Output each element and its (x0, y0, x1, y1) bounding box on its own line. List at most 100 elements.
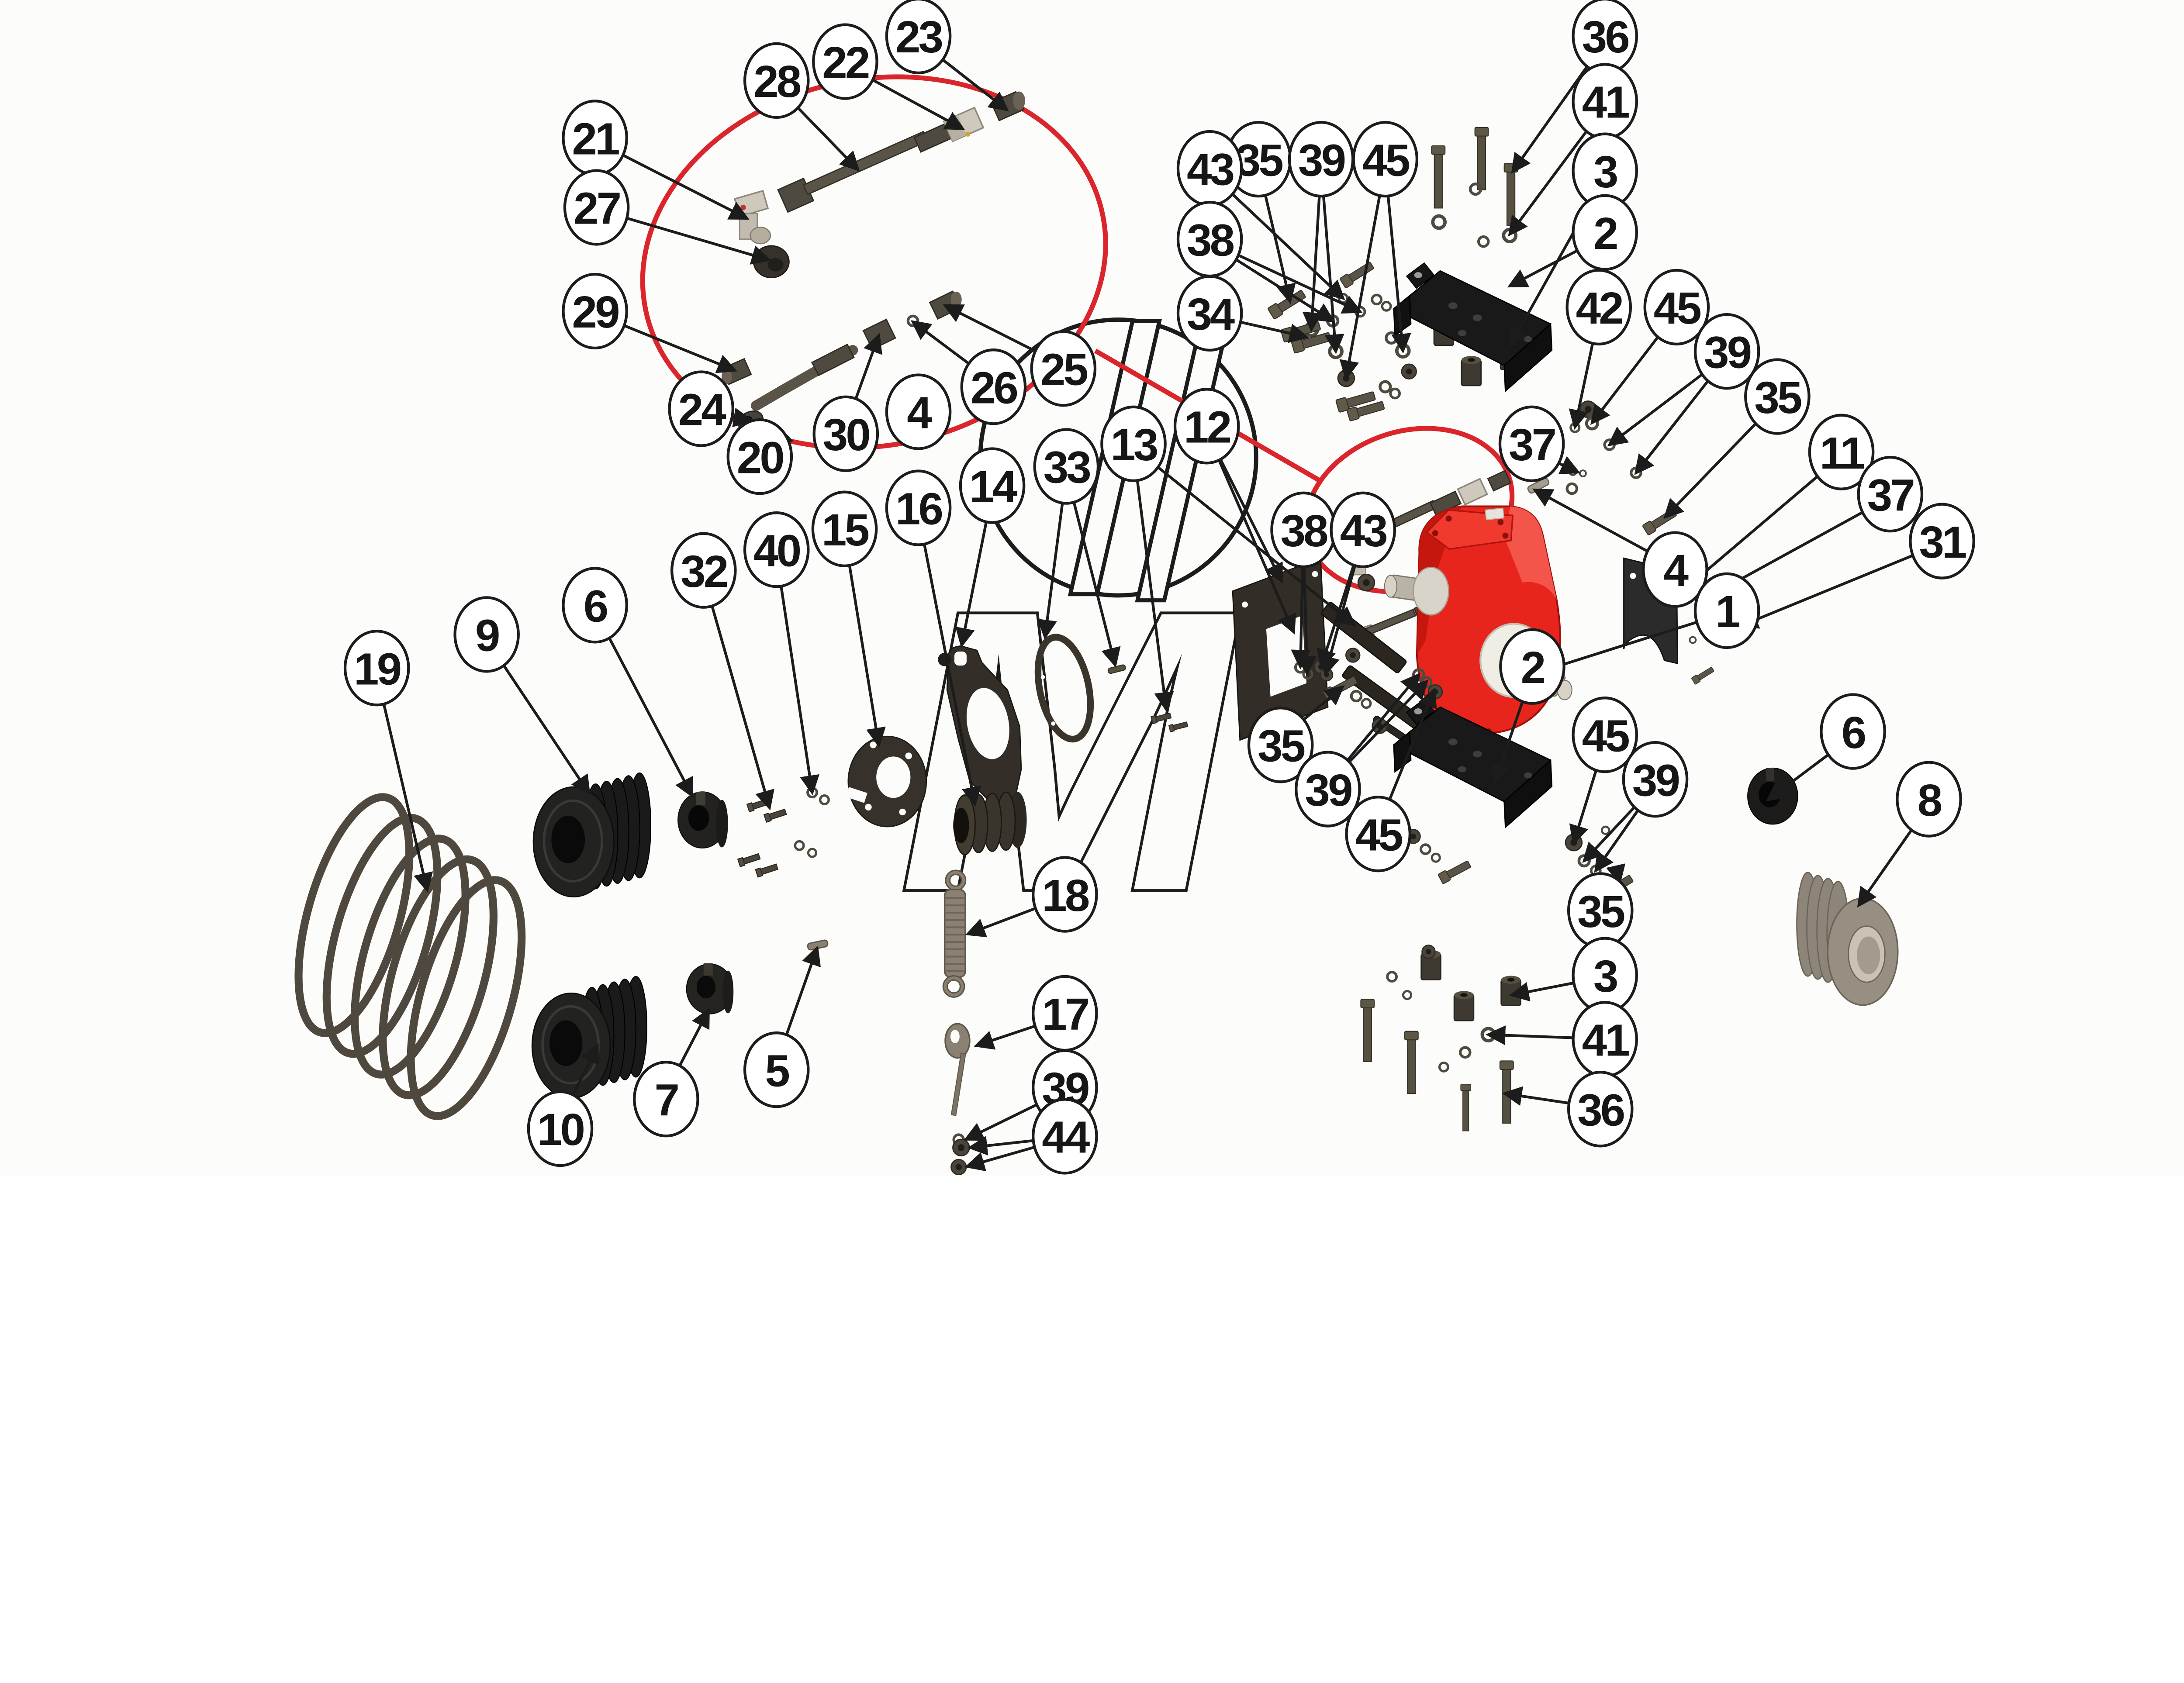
leader-line-18 (965, 907, 1035, 938)
leader-line-39 (1347, 673, 1421, 760)
callout-number-23: 23 (895, 11, 942, 62)
callout-bubble-32 (670, 532, 737, 609)
callout-bubble-18 (1032, 856, 1098, 933)
callout-number-45: 45 (1355, 809, 1403, 860)
leader-line-30 (855, 333, 882, 398)
leader-line-13 (1136, 481, 1174, 712)
leader-line-44 (967, 1136, 1033, 1156)
callout-40: 40 (743, 511, 820, 796)
v-belt-set (294, 793, 526, 1120)
leader-line-34 (1241, 321, 1310, 343)
callout-number-11: 11 (1820, 428, 1864, 478)
leader-line-39 (1634, 381, 1708, 475)
callout-2: 2 (1491, 628, 1565, 784)
leader-line-39 (1582, 807, 1635, 863)
tensioner-arm (938, 645, 1022, 809)
callout-bubble-23 (885, 0, 952, 75)
callout-number-4: 4 (1664, 545, 1689, 596)
callout-3: 3 (1509, 937, 1638, 1014)
leader-line-15 (848, 566, 886, 748)
callout-4: 4 (1532, 488, 1708, 608)
callout-bubble-22 (812, 23, 878, 100)
callout-bubble-35 (1744, 358, 1811, 435)
spring-anchor-rod (944, 1023, 971, 1116)
callout-6: 6 (562, 567, 694, 798)
callout-15: 15 (811, 490, 886, 748)
callout-bubble-15 (811, 490, 878, 567)
leader-line-38 (1291, 568, 1311, 670)
callout-number-21: 21 (572, 113, 619, 164)
callout-bubble-45 (1572, 697, 1638, 773)
callout-number-2: 2 (1521, 642, 1545, 693)
taper-bushing-small (686, 963, 734, 1014)
callout-35: 35 (1567, 863, 1634, 949)
callout-18: 18 (965, 856, 1098, 938)
callout-number-6: 6 (1842, 707, 1865, 758)
callout-bubble-2 (1499, 628, 1565, 705)
drive-pulley-large (532, 772, 651, 898)
callout-number-3: 3 (1593, 146, 1617, 197)
callout-7: 7 (633, 1007, 710, 1138)
leader-line-12 (1220, 460, 1283, 584)
linkage-assembly-upper (777, 91, 1026, 213)
callout-number-26: 26 (971, 362, 1017, 413)
leader-line-12 (1218, 461, 1296, 635)
callout-bubble-39 (1622, 741, 1689, 818)
callout-bubble-4 (885, 373, 952, 450)
callout-bubble-28 (743, 42, 810, 119)
callout-bubble-8 (1896, 761, 1962, 838)
callout-24: 24 (668, 370, 753, 447)
leader-line-37 (1558, 456, 1581, 474)
leader-line-41 (1508, 131, 1587, 237)
callout-number-8: 8 (1918, 775, 1942, 825)
callout-16: 16 (885, 469, 981, 807)
callout-bubble-13 (1100, 405, 1167, 483)
callout-21: 21 (562, 100, 750, 220)
callout-bubble-35 (1247, 707, 1314, 783)
callout-12: 12 (1173, 388, 1296, 635)
callout-number-39: 39 (1298, 135, 1345, 185)
callout-bubble-5 (743, 1031, 810, 1108)
leader-line-38 (1296, 568, 1317, 676)
leader-line-22 (873, 79, 965, 130)
callout-number-39: 39 (1632, 755, 1679, 805)
leader-line-1 (1539, 621, 1696, 676)
callout-number-17: 17 (1042, 989, 1088, 1039)
leader-line-32 (711, 607, 774, 810)
callout-6: 6 (1766, 693, 1886, 802)
callout-number-41: 41 (1582, 1015, 1629, 1066)
leader-line-31 (1738, 555, 1912, 629)
leader-line-26 (910, 320, 969, 364)
callout-26: 26 (910, 320, 1027, 425)
leader-line-24 (732, 407, 753, 428)
callout-number-5: 5 (765, 1045, 789, 1096)
callout-39: 39 (1288, 121, 1355, 355)
callout-number-38: 38 (1187, 214, 1234, 265)
callout-bubble-20 (726, 418, 793, 495)
leader-line-6 (608, 638, 694, 798)
callout-bubble-37 (1857, 455, 1924, 533)
callout-number-36: 36 (1582, 11, 1629, 62)
callout-4: 4 (885, 373, 952, 450)
callout-number-24: 24 (678, 384, 726, 435)
callout-number-28: 28 (753, 56, 801, 107)
callout-number-43: 43 (1340, 505, 1387, 556)
callout-37: 37 (1708, 455, 1924, 597)
callout-bubble-36 (1567, 1071, 1634, 1148)
callout-8: 8 (1857, 761, 1962, 908)
callout-number-38: 38 (1280, 505, 1327, 556)
leader-line-43 (1232, 194, 1345, 300)
callout-bubble-12 (1173, 388, 1240, 465)
callout-number-15: 15 (822, 504, 869, 555)
leader-line-23 (943, 59, 1009, 112)
callout-number-37: 37 (1509, 419, 1555, 470)
leader-line-2 (1491, 702, 1524, 784)
callout-bubble-4 (1642, 531, 1708, 608)
callout-number-31: 31 (1919, 517, 1966, 567)
callout-43: 43 (1317, 491, 1396, 676)
callout-number-45: 45 (1362, 135, 1410, 185)
callout-36: 36 (1511, 0, 1638, 174)
callout-34: 34 (1176, 275, 1310, 352)
callout-43: 43 (1176, 130, 1345, 300)
leader-line-38 (1236, 259, 1335, 323)
